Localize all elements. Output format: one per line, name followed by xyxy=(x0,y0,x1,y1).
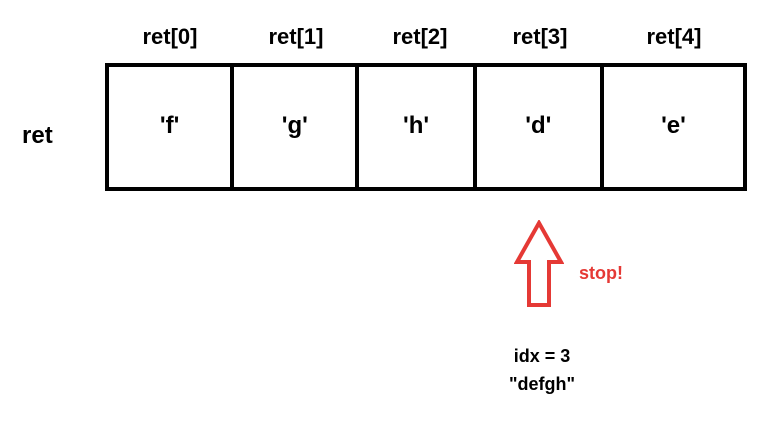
index-label-1: ret[1] xyxy=(268,24,324,49)
array-cell-4: 'e' xyxy=(604,67,747,187)
up-arrow-icon xyxy=(514,220,564,307)
index-label-2: ret[2] xyxy=(392,24,448,49)
index-label-4: ret[4] xyxy=(646,24,702,49)
array-cell-0: 'f' xyxy=(109,67,235,187)
array-cell-2: 'h' xyxy=(359,67,477,187)
index-label-3: ret[3] xyxy=(512,24,568,49)
array-cell-3: 'd' xyxy=(477,67,604,187)
idx-value-note: idx = 3 xyxy=(513,346,571,366)
stop-label: stop! xyxy=(579,263,623,283)
array-box: 'f' 'g' 'h' 'd' 'e' xyxy=(105,63,747,191)
array-name-label: ret xyxy=(22,122,53,149)
array-cell-1: 'g' xyxy=(234,67,360,187)
index-label-0: ret[0] xyxy=(142,24,198,49)
string-value-note: "defgh" xyxy=(508,374,576,394)
